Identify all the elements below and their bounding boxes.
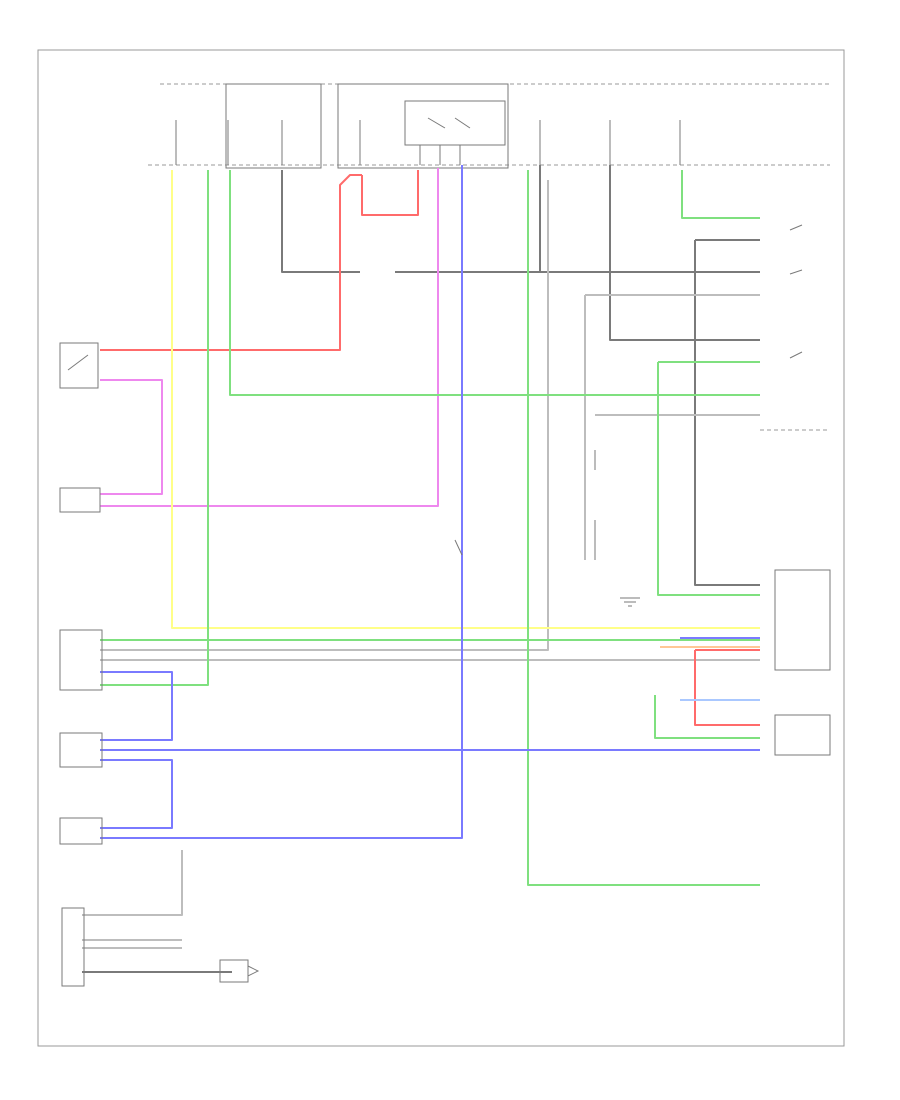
motor-symbol [219, 959, 260, 983]
fuse-box [148, 83, 830, 169]
black-wires [82, 165, 760, 973]
diagram-frame [37, 49, 845, 1047]
pink-wires [100, 168, 439, 507]
ground-symbol [620, 597, 640, 607]
green-wires [100, 170, 760, 886]
misc-wires [660, 646, 760, 701]
yellow-wires [171, 170, 760, 629]
switch-symbol [59, 224, 831, 987]
relay-symbol [404, 100, 506, 146]
blue-wires [100, 165, 760, 839]
red-wires [100, 170, 760, 726]
